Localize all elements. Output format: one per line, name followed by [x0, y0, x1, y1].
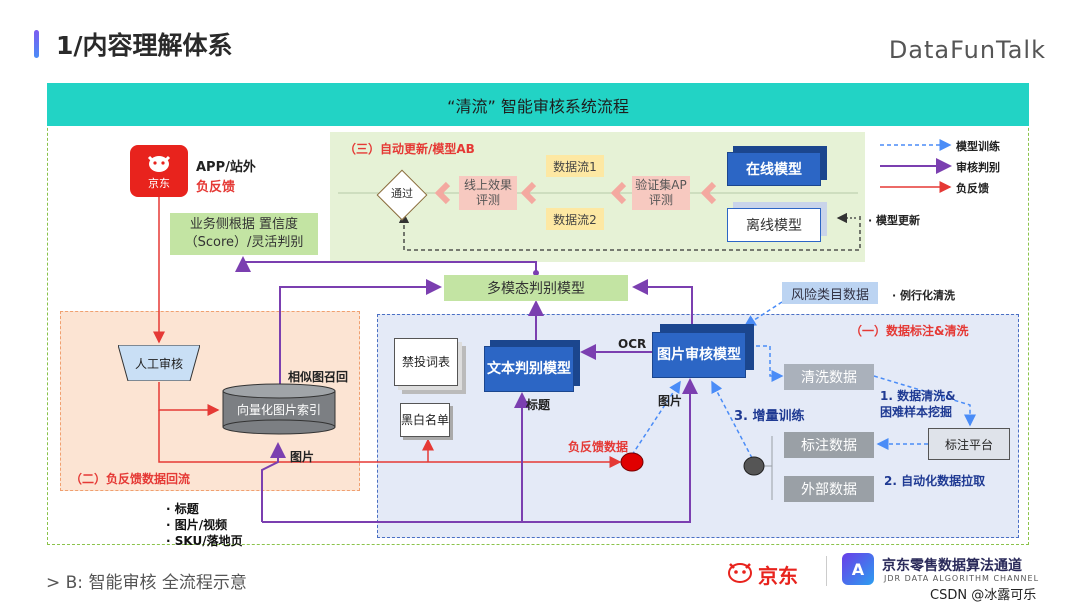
gate-label: 通过 — [391, 187, 413, 200]
external-data-box: 外部数据 — [784, 476, 874, 502]
slide-title: 1/内容理解体系 — [56, 31, 233, 60]
stream2-box: 数据流2 — [546, 208, 604, 230]
online-eval-box: 线上效果评测 — [459, 176, 517, 210]
online-model-box: 在线模型 — [727, 152, 821, 186]
manual-review-node — [117, 344, 201, 382]
label-routine-clean: · 例行化清洗 — [892, 289, 956, 302]
incremental-training-label: 3. 增量训练 — [734, 409, 805, 424]
manual-review-label: 人工审核 — [134, 356, 183, 371]
image-model-box: 图片审核模型 — [652, 332, 746, 378]
ocr-label: OCR — [618, 337, 647, 351]
channel-name-en: JDR DATA ALGORITHM CHANNEL — [884, 574, 1040, 583]
clean-data-box: 清洗数据 — [784, 364, 874, 390]
jd-mascot-svg — [728, 563, 752, 583]
region3-title: （三）自动更新/模型AB — [344, 142, 475, 156]
negative-data-label: 负反馈数据 — [568, 440, 629, 454]
csdn-watermark: CSDN @冰露可乐 — [930, 588, 1037, 603]
business-line2: （Score）/灵活判别 — [184, 235, 304, 250]
region1-title-label: 标题 — [526, 398, 551, 412]
business-judgement-box: 业务侧根据 置信度 （Score）/灵活判别 — [170, 213, 318, 255]
step1-line2: 困难样本挖掘 — [880, 405, 953, 419]
footer-divider — [826, 556, 827, 586]
title-accent-bar — [34, 30, 39, 58]
label-model-update: · 模型更新 — [868, 214, 921, 227]
input-item-sku: · SKU/落地页 — [166, 534, 243, 548]
legend-negative-feedback: 负反馈 — [956, 182, 989, 195]
channel-name-cn: 京东零售数据算法通道 — [882, 558, 1022, 574]
jd-app-logo: 京东 — [130, 145, 188, 197]
diagram-header: “清流” 智能审核系统流程 — [47, 83, 1029, 126]
labeled-data-box: 标注数据 — [784, 432, 874, 458]
legend-review: 审核判别 — [956, 161, 1000, 174]
jd-footer-logo: 京东 — [758, 564, 798, 588]
legend-model-training: 模型训练 — [956, 140, 1000, 153]
vector-index-label: 向量化图片索引 — [236, 402, 321, 417]
banned-words-box: 禁投词表 — [394, 338, 458, 386]
region2-image-label: 图片 — [290, 450, 315, 464]
input-item-image: · 图片/视频 — [166, 518, 228, 532]
label-platform-box: 标注平台 — [928, 428, 1010, 460]
business-line1: 业务侧根据 置信度 — [189, 217, 299, 232]
offline-model-box: 离线模型 — [727, 208, 821, 242]
text-model-box: 文本判别模型 — [484, 346, 574, 392]
input-item-title: · 标题 — [166, 502, 199, 516]
app-label: APP/站外 — [196, 160, 256, 175]
val-set-box: 验证集AP评测 — [632, 176, 690, 210]
jd-dog-icon — [147, 155, 171, 172]
app-negative-label: 负反馈 — [196, 180, 236, 195]
jd-logo-text: 京东 — [148, 177, 170, 190]
blackwhite-list-box: 黑白名单 — [400, 403, 450, 437]
similar-recall-label: 相似图召回 — [288, 370, 349, 384]
risk-category-box: 风险类目数据 — [782, 282, 878, 304]
step1-line1: 1. 数据清洗& — [880, 389, 956, 403]
multimodal-model-box: 多模态判别模型 — [444, 275, 628, 301]
stream1-box: 数据流1 — [546, 155, 604, 177]
vector-index-cylinder — [222, 383, 336, 435]
channel-logo-icon: A — [842, 553, 874, 585]
jd-mascot-icon — [724, 556, 756, 584]
step2-label: 2. 自动化数据拉取 — [884, 474, 986, 488]
region1-image-label: 图片 — [658, 394, 683, 408]
region1-title: （一）数据标注&清洗 — [850, 324, 969, 338]
slide-caption: > B: 智能审核 全流程示意 — [46, 573, 247, 593]
region2-title: （二）负反馈数据回流 — [70, 472, 191, 486]
brand-logo-text: DataFunTalk — [888, 36, 1046, 64]
